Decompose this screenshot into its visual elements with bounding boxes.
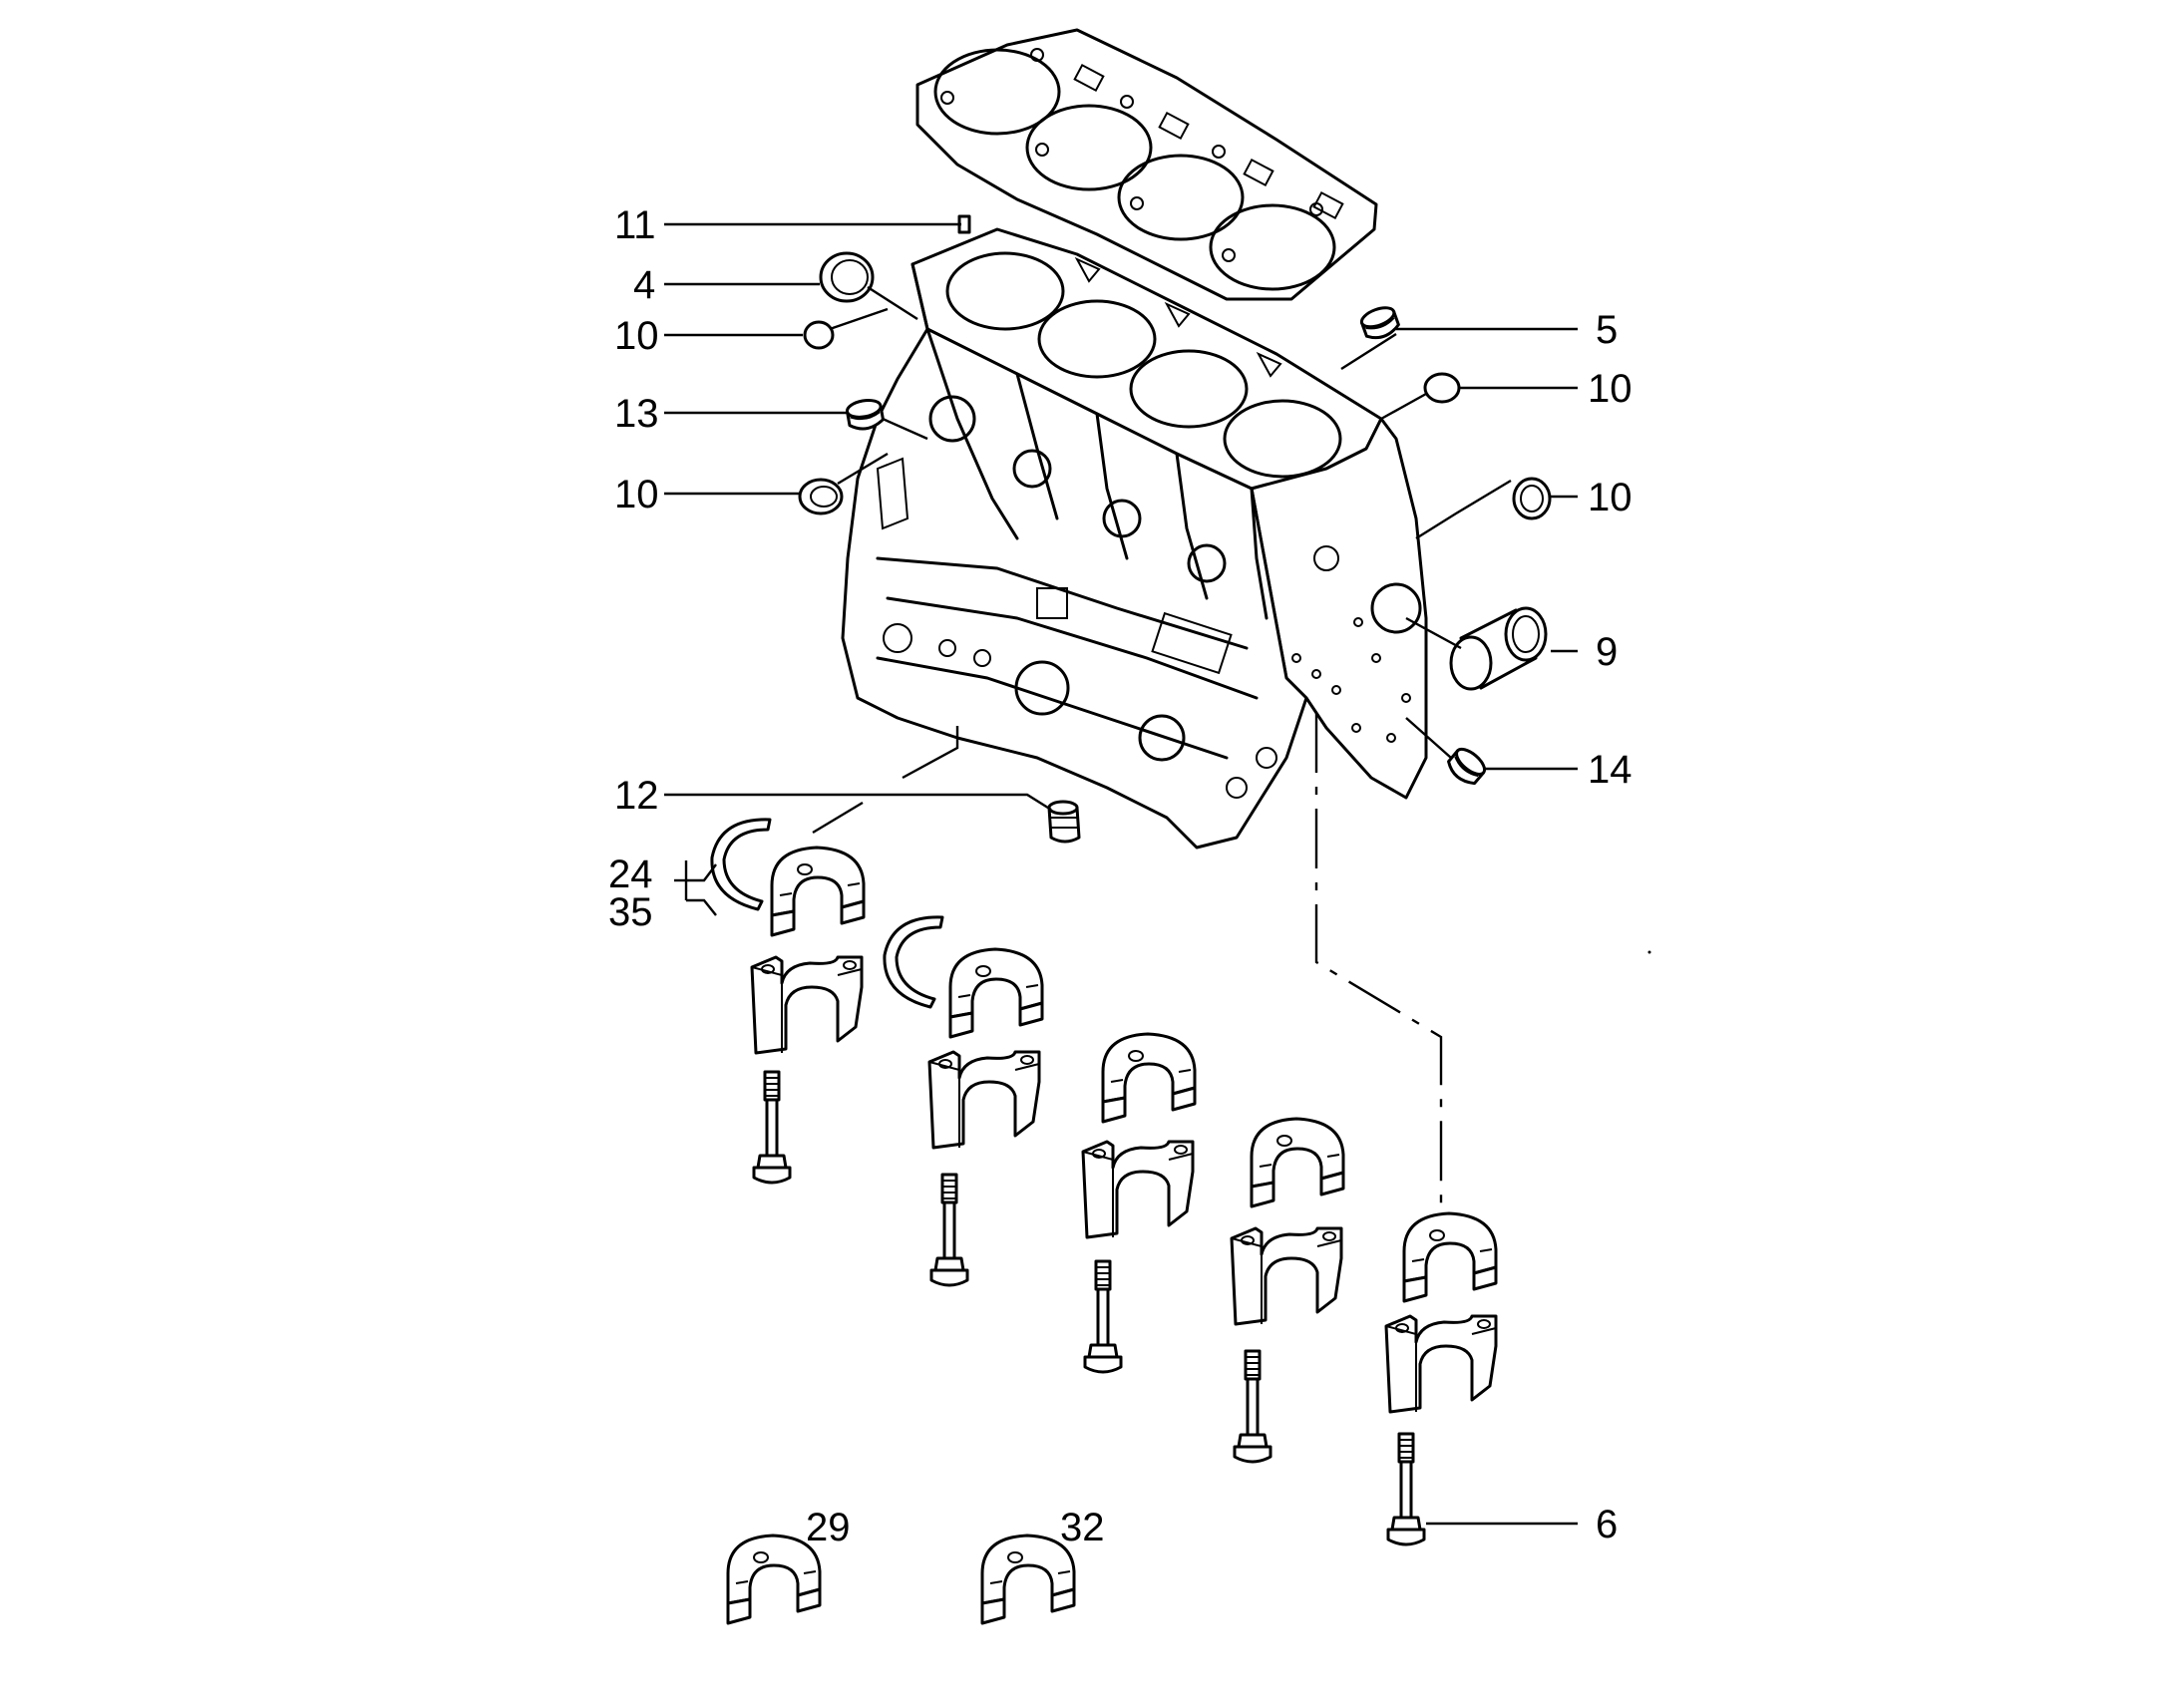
main-bearing-set-1: [750, 846, 866, 1185]
thrust-washer-lower: [883, 915, 944, 1009]
expansion-plug-large: [819, 251, 875, 303]
seal-ring-right: [1512, 477, 1552, 520]
callout-35: 35: [608, 890, 653, 934]
main-bearing-set-2: [927, 947, 1044, 1287]
camshaft-bushing: [1449, 606, 1548, 691]
callout-6: 6: [1596, 1503, 1618, 1546]
main-bearing-set-3: [1081, 1032, 1197, 1374]
cylinder-block: [841, 227, 1428, 850]
callout-13: 13: [614, 392, 659, 436]
callout-12: 12: [614, 774, 659, 818]
callout-10-upper-right: 10: [1588, 367, 1633, 411]
callout-10-upper-left: 10: [614, 314, 659, 358]
callout-32: 32: [1060, 1506, 1105, 1549]
callout-10-lower-left: 10: [614, 473, 659, 516]
callout-9: 9: [1596, 630, 1618, 674]
callout-labels: 11 4 10 13 10 5 10 10 9 14 12 24 35 29 3…: [608, 203, 1633, 1549]
callout-29: 29: [806, 1506, 851, 1549]
thrust-washer-upper: [710, 818, 772, 911]
main-bearing-set-4: [1230, 1117, 1345, 1464]
threaded-plug-14: [1443, 743, 1491, 790]
stray-dot: [1647, 950, 1651, 954]
head-gasket: [915, 28, 1378, 301]
callout-11: 11: [614, 203, 656, 247]
callout-4: 4: [633, 263, 655, 307]
callout-24: 24: [608, 853, 653, 896]
expansion-plug-small-upper-left: [803, 320, 835, 350]
main-bearing-set-5: [1384, 1211, 1498, 1546]
expansion-plug-right: [1423, 372, 1461, 404]
assembly-lines: [812, 285, 1512, 1211]
callout-10-lower-right: 10: [1588, 476, 1633, 519]
seal-ring-left: [798, 478, 844, 515]
callout-14: 14: [1588, 748, 1633, 792]
callout-leaders: [664, 222, 1578, 1526]
threaded-plug-12: [1047, 800, 1081, 844]
callout-5: 5: [1596, 308, 1618, 352]
